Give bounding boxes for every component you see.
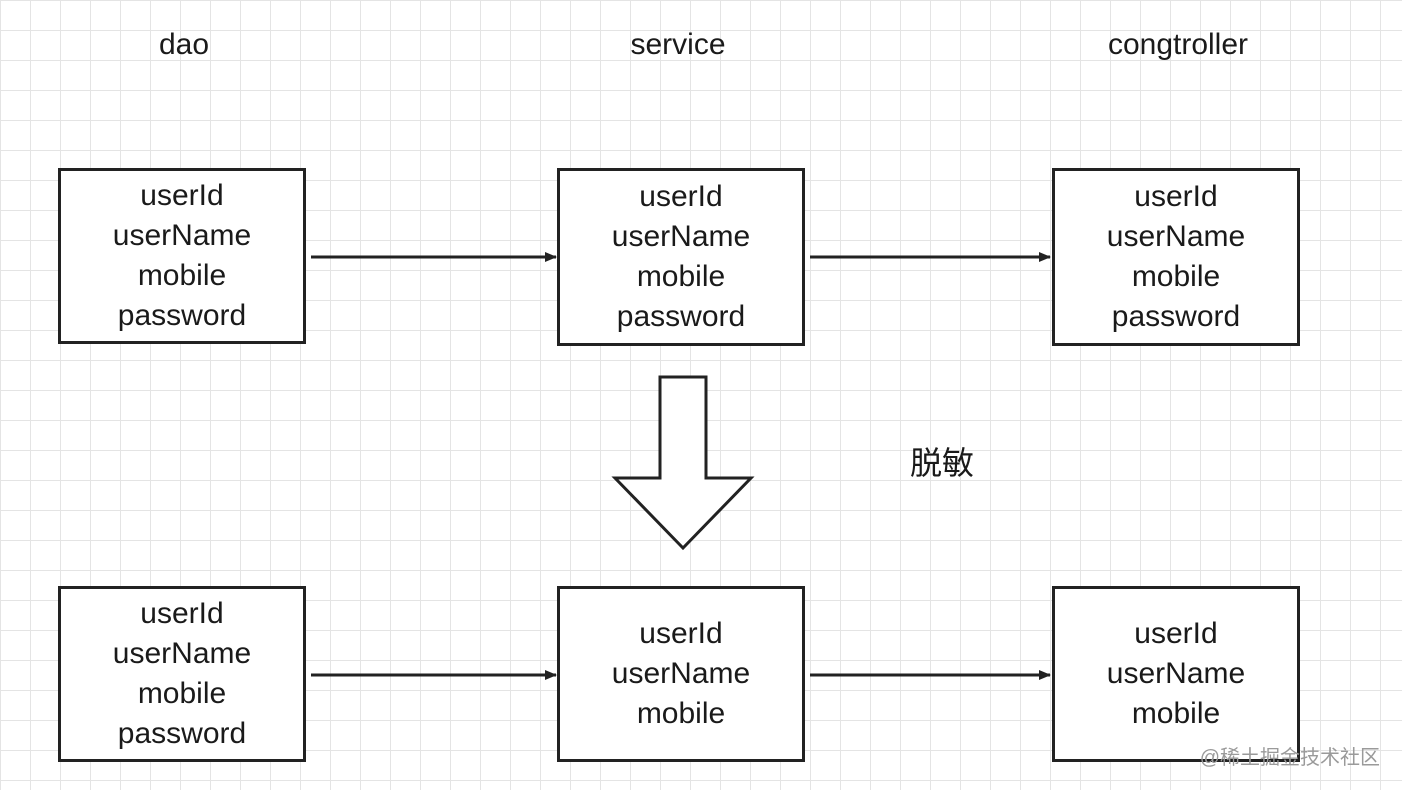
field-mobile: mobile xyxy=(137,259,227,292)
field-mobile: mobile xyxy=(636,697,726,730)
field-userName: userName xyxy=(112,219,252,252)
field-userName: userName xyxy=(1106,220,1246,253)
box-dao-top: userId userName mobile password xyxy=(58,168,306,344)
field-userId: userId xyxy=(1134,180,1218,213)
field-userId: userId xyxy=(140,179,224,212)
field-password: password xyxy=(117,717,247,750)
field-userName: userName xyxy=(611,657,751,690)
box-service-top: userId userName mobile password xyxy=(557,168,805,346)
field-mobile: mobile xyxy=(137,677,227,710)
field-userId: userId xyxy=(639,617,723,650)
column-label-controller: congtroller xyxy=(1107,28,1249,61)
field-userName: userName xyxy=(611,220,751,253)
watermark: @稀土掘金技术社区 xyxy=(1199,747,1380,769)
box-service-bottom: userId userName mobile xyxy=(557,586,805,762)
field-mobile: mobile xyxy=(1131,697,1221,730)
column-label-dao: dao xyxy=(158,28,210,61)
box-controller-top: userId userName mobile password xyxy=(1052,168,1300,346)
field-userId: userId xyxy=(639,180,723,213)
field-userName: userName xyxy=(1106,657,1246,690)
column-label-service: service xyxy=(630,28,726,61)
field-userName: userName xyxy=(112,637,252,670)
desensitize-label: 脱敏 xyxy=(910,445,975,481)
field-password: password xyxy=(117,299,247,332)
field-userId: userId xyxy=(1134,617,1218,650)
field-password: password xyxy=(616,300,746,333)
box-controller-bottom: userId userName mobile xyxy=(1052,586,1300,762)
box-dao-bottom: userId userName mobile password xyxy=(58,586,306,762)
field-password: password xyxy=(1111,300,1241,333)
field-mobile: mobile xyxy=(1131,260,1221,293)
field-userId: userId xyxy=(140,597,224,630)
desensitize-down-arrow xyxy=(611,375,755,551)
field-mobile: mobile xyxy=(636,260,726,293)
